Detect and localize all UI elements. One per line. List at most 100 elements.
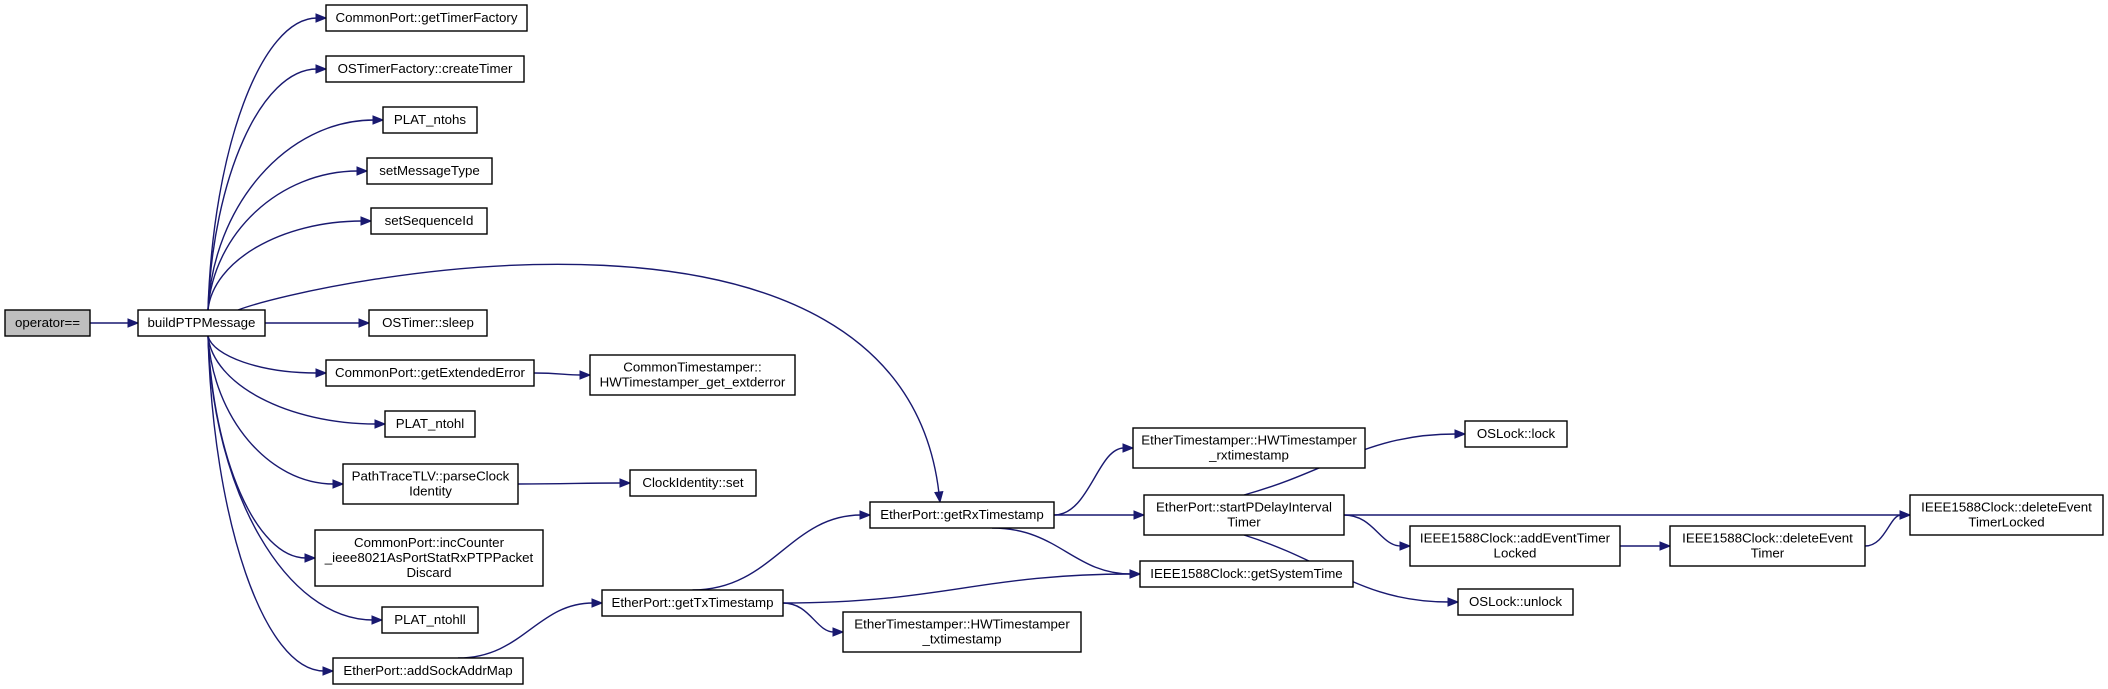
arrowhead	[1659, 541, 1672, 551]
node-box	[1409, 525, 1621, 567]
node-box	[325, 359, 535, 387]
node-label: HWTimestamper_get_extderror	[600, 375, 786, 390]
node-box	[1132, 427, 1366, 469]
node-createTimer[interactable]: OSTimerFactory::createTimer	[325, 55, 525, 83]
node-label: ClockIdentity::set	[642, 475, 744, 490]
node-PLAT_ntohs[interactable]: PLAT_ntohs	[382, 106, 478, 134]
node-label: EtherPort::startPDelayInterval	[1156, 500, 1332, 515]
node-label: EtherTimestamper::HWTimestamper	[854, 617, 1070, 632]
node-box	[325, 4, 528, 32]
edge-getRxTimestamp-to-HWTimestamper_rxtimestamp	[1053, 447, 1125, 516]
node-label: PLAT_ntohs	[394, 112, 467, 127]
edges-layer	[90, 13, 1912, 676]
node-HWTimestamper_get_extderror[interactable]: CommonTimestamper::HWTimestamper_get_ext…	[589, 354, 796, 396]
edge-buildPTPMessage-to-getExtendedError	[207, 335, 318, 374]
node-label: Discard	[406, 565, 451, 580]
node-setSequenceId[interactable]: setSequenceId	[370, 207, 488, 235]
node-box	[1669, 525, 1866, 567]
arrowhead	[332, 479, 345, 489]
node-box	[366, 157, 493, 185]
node-box	[368, 309, 488, 337]
node-label: OSTimerFactory::createTimer	[338, 61, 513, 76]
node-label: CommonPort::incCounter	[354, 535, 505, 550]
arrowhead	[1399, 541, 1412, 551]
node-box	[381, 606, 479, 634]
node-box	[4, 309, 91, 337]
node-box	[1139, 560, 1354, 588]
edge-getTxTimestamp-to-HWTimestamper_txtimestamp	[782, 602, 835, 633]
arrowhead	[315, 13, 328, 23]
node-label: EtherPort::getTxTimestamp	[611, 595, 773, 610]
arrowhead	[1122, 443, 1135, 453]
arrowhead	[371, 615, 384, 625]
arrowhead	[372, 115, 385, 125]
node-label: operator==	[15, 315, 80, 330]
node-box	[629, 469, 757, 497]
node-operator_eq[interactable]: operator==	[4, 309, 91, 337]
node-label: EtherPort::addSockAddrMap	[343, 663, 512, 678]
node-label: PLAT_ntohl	[396, 416, 465, 431]
arrowhead	[315, 368, 328, 378]
node-getSystemTime[interactable]: IEEE1588Clock::getSystemTime	[1139, 560, 1354, 588]
edge-getExtendedError-to-HWTimestamper_get_extderror	[533, 372, 582, 376]
edge-buildPTPMessage-to-addSockAddrMap	[207, 335, 325, 672]
edge-deleteEventTimer-to-deleteEventTimerLocked	[1864, 514, 1902, 547]
node-label: OSLock::unlock	[1469, 594, 1562, 609]
arrowhead	[832, 627, 845, 637]
arrowhead	[358, 318, 371, 328]
edge-buildPTPMessage-to-getRxTimestamp	[237, 263, 940, 494]
node-OSTimer_sleep[interactable]: OSTimer::sleep	[368, 309, 488, 337]
node-ClockIdentity_set[interactable]: ClockIdentity::set	[629, 469, 757, 497]
edge-buildPTPMessage-to-setSequenceId	[207, 220, 363, 311]
node-getTxTimestamp[interactable]: EtherPort::getTxTimestamp	[601, 589, 784, 617]
node-label: TimerLocked	[1968, 515, 2044, 530]
edge-addSockAddrMap-to-getTxTimestamp	[457, 602, 594, 659]
nodes-layer: operator==buildPTPMessageCommonPort::get…	[4, 4, 2104, 685]
node-getExtendedError[interactable]: CommonPort::getExtendedError	[325, 359, 535, 387]
arrowhead	[304, 553, 317, 563]
edge-buildPTPMessage-to-setMessageType	[207, 170, 359, 311]
node-HWTimestamper_txtimestamp[interactable]: EtherTimestamper::HWTimestamper_txtimest…	[842, 611, 1082, 653]
arrowhead	[591, 598, 604, 608]
node-PLAT_ntohll[interactable]: PLAT_ntohll	[381, 606, 479, 634]
node-getRxTimestamp[interactable]: EtherPort::getRxTimestamp	[869, 501, 1055, 529]
node-label: IEEE1588Clock::deleteEvent	[1682, 531, 1853, 546]
node-label: CommonTimestamper::	[623, 360, 761, 375]
node-addSockAddrMap[interactable]: EtherPort::addSockAddrMap	[332, 657, 524, 685]
edge-buildPTPMessage-to-parseClockIdentity	[207, 335, 335, 485]
node-getTimerFactory[interactable]: CommonPort::getTimerFactory	[325, 4, 528, 32]
node-PLAT_ntohl[interactable]: PLAT_ntohl	[384, 410, 476, 438]
node-label: Identity	[409, 484, 452, 499]
node-label: _rxtimestamp	[1208, 448, 1289, 463]
node-label: Timer	[1227, 515, 1261, 530]
node-label: IEEE1588Clock::getSystemTime	[1150, 566, 1342, 581]
node-OSLock_lock[interactable]: OSLock::lock	[1464, 420, 1568, 448]
arrowhead	[1447, 597, 1460, 607]
node-label: OSLock::lock	[1477, 426, 1556, 441]
node-label: EtherTimestamper::HWTimestamper	[1141, 433, 1357, 448]
node-box	[342, 463, 519, 505]
edge-getRxTimestamp-to-getSystemTime	[991, 527, 1132, 575]
node-HWTimestamper_rxtimestamp[interactable]: EtherTimestamper::HWTimestamper_rxtimest…	[1132, 427, 1366, 469]
node-label: Timer	[1751, 546, 1785, 561]
node-buildPTPMessage[interactable]: buildPTPMessage	[137, 309, 266, 337]
node-label: _ieee8021AsPortStatRxPTPPacket	[324, 550, 534, 565]
node-label: CommonPort::getExtendedError	[335, 365, 526, 380]
node-box	[1143, 494, 1345, 536]
node-OSLock_unlock[interactable]: OSLock::unlock	[1457, 588, 1574, 616]
node-label: Locked	[1494, 546, 1537, 561]
node-box	[314, 529, 544, 587]
node-box	[589, 354, 796, 396]
arrowhead	[859, 510, 872, 520]
node-box	[1457, 588, 1574, 616]
node-label: PathTraceTLV::parseClock	[352, 469, 510, 484]
node-box	[332, 657, 524, 685]
node-incCounter[interactable]: CommonPort::incCounter_ieee8021AsPortSta…	[314, 529, 544, 587]
arrowhead	[1133, 510, 1146, 520]
node-setMessageType[interactable]: setMessageType	[366, 157, 493, 185]
